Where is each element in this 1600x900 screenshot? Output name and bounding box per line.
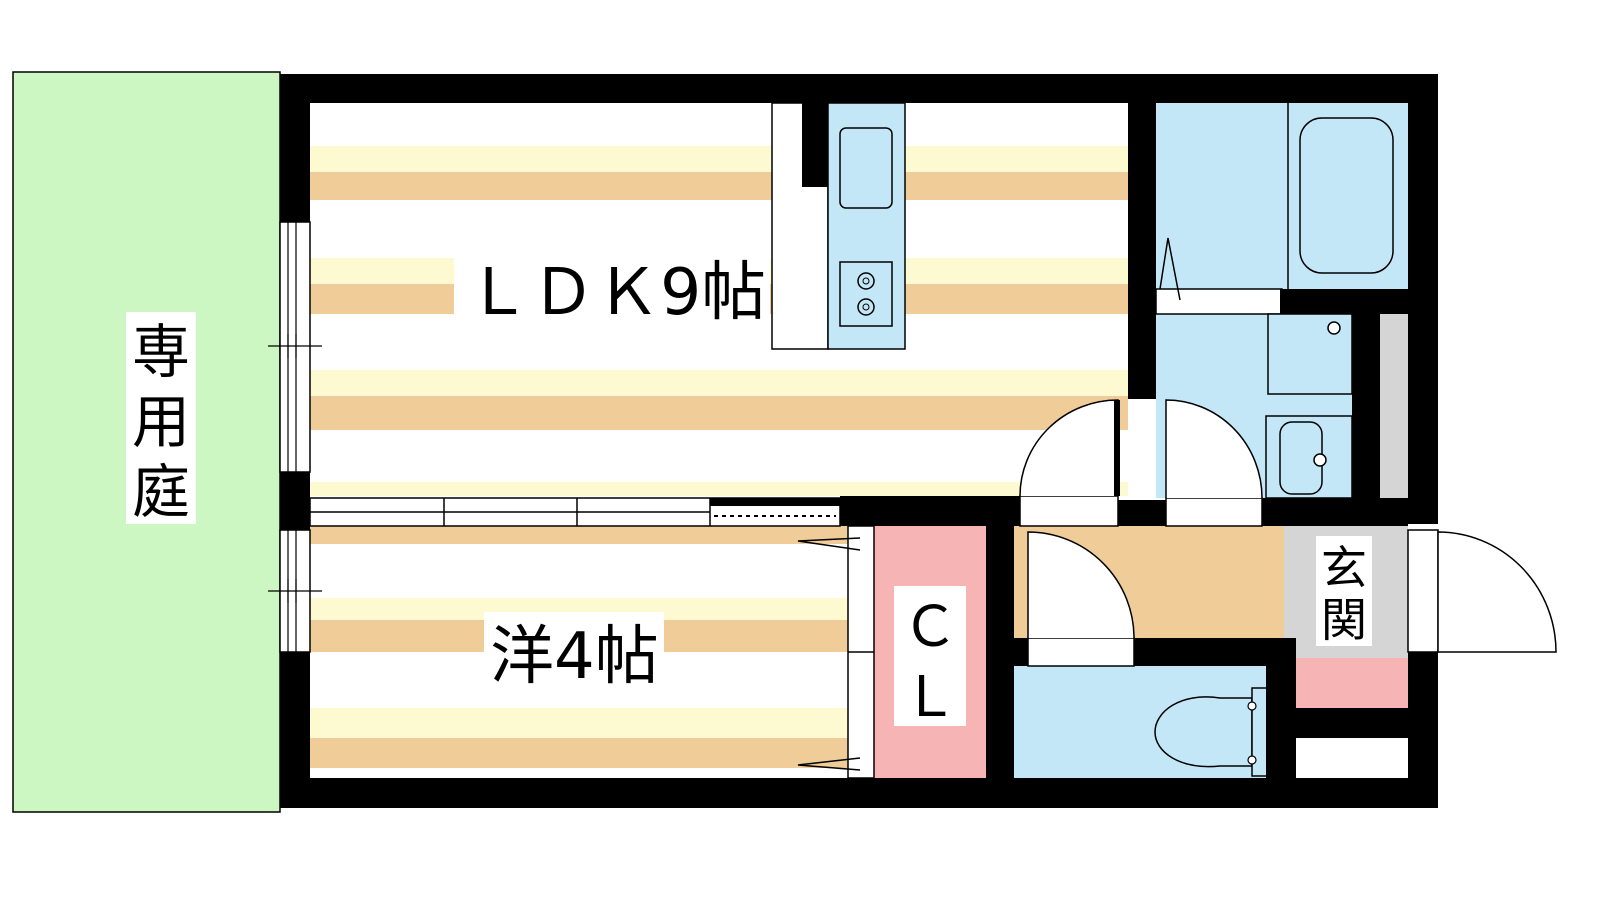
- bathroom-door-threshold: [1155, 288, 1283, 315]
- garden: 専 用 庭: [12, 71, 281, 813]
- entrance: 玄 関: [1284, 526, 1408, 708]
- walls: [280, 74, 1438, 808]
- kitchen: [771, 102, 906, 350]
- sliding-partition: [309, 497, 841, 527]
- closet-label-background: [894, 586, 966, 726]
- entrance-label-background: [1316, 536, 1372, 646]
- shoe-box: [1296, 658, 1408, 708]
- toilet-door: [1027, 531, 1135, 667]
- washroom-door: [1165, 399, 1263, 527]
- window-ldk: [268, 221, 322, 473]
- burner-icon: [857, 272, 875, 290]
- garden-label-char-1: 専: [132, 318, 190, 386]
- garden-label-char-3: 庭: [132, 458, 190, 526]
- toilet-icon: [1154, 696, 1253, 768]
- closet-door-icon: [797, 757, 861, 771]
- entrance-label-char-1: 玄: [1321, 541, 1367, 595]
- closet: Ｃ Ｌ: [797, 525, 986, 779]
- ldk-label: ＬＤＫ9帖: [466, 256, 766, 330]
- window-western-room: [268, 529, 322, 653]
- kitchen-pillar: [802, 103, 828, 187]
- garden-label-char-2: 用: [132, 388, 190, 456]
- western-room-label: 洋4帖: [490, 620, 659, 694]
- closet-label-char-2: Ｌ: [902, 665, 958, 730]
- front-door: [1407, 529, 1557, 653]
- garden-label-background: [126, 312, 196, 524]
- burner-icon: [857, 298, 875, 316]
- closet-door-icon: [797, 537, 861, 551]
- stove-icon: [839, 261, 893, 327]
- western-room-label-background: [484, 612, 664, 692]
- entrance-label-char-2: 関: [1321, 593, 1367, 647]
- ldk-label-background: [454, 246, 770, 324]
- closet-label-char-1: Ｃ: [902, 595, 958, 660]
- sink-icon: [839, 127, 893, 209]
- bathroom-door-icon: [1159, 237, 1181, 301]
- bathtub-icon: [1299, 117, 1394, 274]
- ldk-door: [1019, 399, 1120, 527]
- storage-shelf: [1380, 314, 1408, 498]
